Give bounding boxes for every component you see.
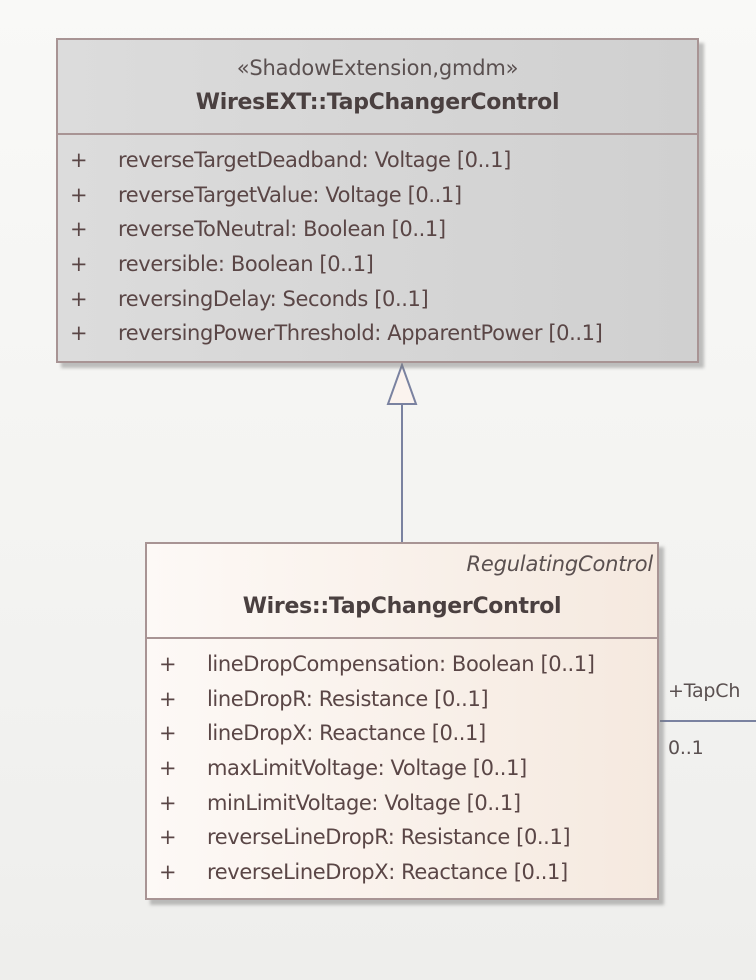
attribute-list: + lineDropCompensation: Boolean [0..1] +… xyxy=(147,639,657,889)
attribute-text: reversible: Boolean [0..1] xyxy=(118,252,374,277)
attribute-text: maxLimitVoltage: Voltage [0..1] xyxy=(207,756,527,781)
visibility-public: + xyxy=(70,321,88,346)
attribute-row[interactable]: + reverseLineDropR: Resistance [0..1] xyxy=(147,820,657,855)
attribute-row[interactable]: + lineDropCompensation: Boolean [0..1] xyxy=(147,647,657,682)
visibility-public: + xyxy=(70,217,88,242)
visibility-public: + xyxy=(159,756,177,781)
visibility-public: + xyxy=(159,721,177,746)
attribute-text: reverseTargetDeadband: Voltage [0..1] xyxy=(118,148,511,173)
visibility-public: + xyxy=(70,148,88,173)
attribute-row[interactable]: + reverseTargetDeadband: Voltage [0..1] xyxy=(58,143,697,178)
association-multiplicity: 0..1 xyxy=(668,737,704,759)
class-wires-tapchangercontrol[interactable]: RegulatingControl Wires::TapChangerContr… xyxy=(145,542,659,900)
inheritance-arrowhead-icon xyxy=(386,362,418,405)
attribute-row[interactable]: + reverseLineDropX: Reactance [0..1] xyxy=(147,855,657,890)
attribute-row[interactable]: + lineDropX: Reactance [0..1] xyxy=(147,716,657,751)
attribute-row[interactable]: + reversingPowerThreshold: ApparentPower… xyxy=(58,316,697,351)
attribute-text: reverseTargetValue: Voltage [0..1] xyxy=(118,182,462,207)
visibility-public: + xyxy=(159,790,177,815)
visibility-public: + xyxy=(159,652,177,677)
visibility-public: + xyxy=(70,182,88,207)
attribute-row[interactable]: + maxLimitVoltage: Voltage [0..1] xyxy=(147,751,657,786)
stereotype-label: «ShadowExtension,gmdm» xyxy=(236,56,519,80)
attribute-text: reversingPowerThreshold: ApparentPower [… xyxy=(118,321,603,346)
attribute-row[interactable]: + lineDropR: Resistance [0..1] xyxy=(147,682,657,717)
attribute-row[interactable]: + reverseTargetValue: Voltage [0..1] xyxy=(58,178,697,213)
visibility-public: + xyxy=(159,859,177,884)
class-header: «ShadowExtension,gmdm» WiresEXT::TapChan… xyxy=(58,40,697,135)
attribute-row[interactable]: + reverseToNeutral: Boolean [0..1] xyxy=(58,212,697,247)
visibility-public: + xyxy=(159,686,177,711)
association-role-label: +TapCh xyxy=(668,680,741,702)
class-header: RegulatingControl Wires::TapChangerContr… xyxy=(147,544,657,639)
visibility-public: + xyxy=(70,286,88,311)
attribute-text: reverseToNeutral: Boolean [0..1] xyxy=(118,217,446,242)
visibility-public: + xyxy=(70,252,88,277)
attribute-row[interactable]: + reversingDelay: Seconds [0..1] xyxy=(58,281,697,316)
attribute-text: reverseLineDropR: Resistance [0..1] xyxy=(207,825,571,850)
class-name: Wires::TapChangerControl xyxy=(242,594,562,619)
visibility-public: + xyxy=(159,825,177,850)
parent-class-reference: RegulatingControl xyxy=(466,552,653,576)
class-name: WiresEXT::TapChangerControl xyxy=(195,90,560,115)
attribute-text: reverseLineDropX: Reactance [0..1] xyxy=(207,859,568,884)
attribute-text: lineDropR: Resistance [0..1] xyxy=(207,686,489,711)
attribute-list: + reverseTargetDeadband: Voltage [0..1] … xyxy=(58,135,697,351)
attribute-row[interactable]: + reversible: Boolean [0..1] xyxy=(58,247,697,282)
attribute-row[interactable]: + minLimitVoltage: Voltage [0..1] xyxy=(147,785,657,820)
attribute-text: minLimitVoltage: Voltage [0..1] xyxy=(207,790,521,815)
attribute-text: lineDropCompensation: Boolean [0..1] xyxy=(207,652,595,677)
class-wiresext-tapchangercontrol[interactable]: «ShadowExtension,gmdm» WiresEXT::TapChan… xyxy=(56,38,699,363)
attribute-text: reversingDelay: Seconds [0..1] xyxy=(118,286,429,311)
attribute-text: lineDropX: Reactance [0..1] xyxy=(207,721,486,746)
